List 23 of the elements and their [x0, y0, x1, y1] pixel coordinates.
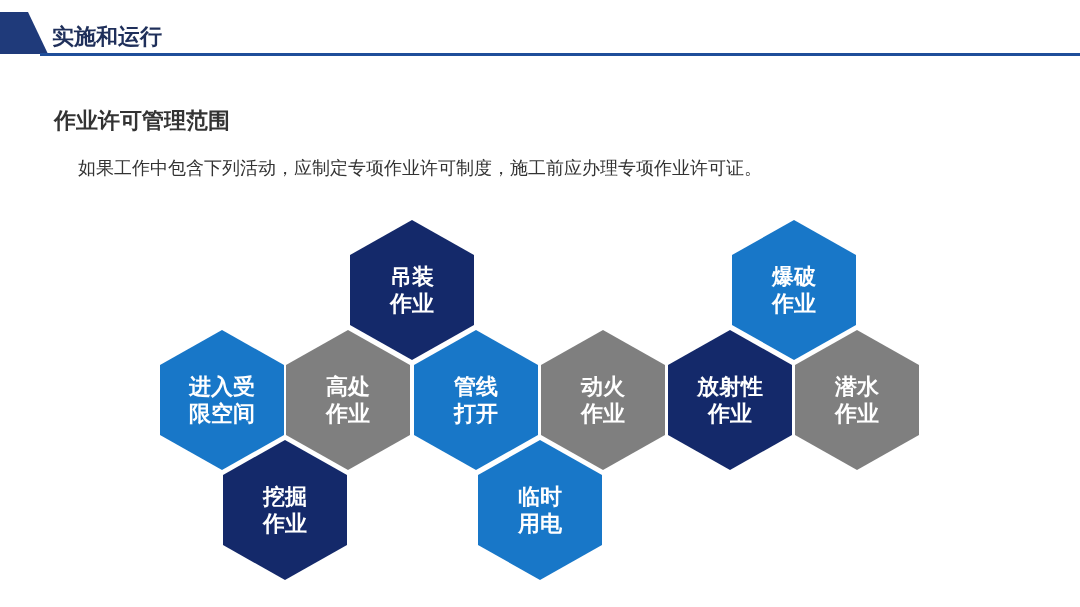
activity-label: 管线打开: [453, 373, 499, 427]
hexagon-tile: [160, 330, 284, 470]
activity-label: 放射性作业: [696, 373, 764, 427]
hexagon-tile: [732, 220, 856, 360]
hexagon-tile: [414, 330, 538, 470]
hexagon-tile: [478, 440, 602, 580]
hexagon-tile: [795, 330, 919, 470]
activity-label: 进入受限空间: [188, 373, 256, 427]
hexagon-tile: [668, 330, 792, 470]
page-title: 实施和运行: [52, 23, 162, 51]
intro-sentence: 如果工作中包含下列活动，应制定专项作业许可制度，施工前应办理专项作业许可证。: [78, 156, 762, 180]
hexagon-tile: [223, 440, 347, 580]
activity-label: 动火作业: [580, 373, 626, 427]
activity-label: 吊装作业: [389, 263, 435, 317]
activity-label: 潜水作业: [834, 373, 880, 427]
hexagon-tile: [286, 330, 410, 470]
activity-label: 爆破作业: [771, 263, 817, 317]
hexagon-tile: [541, 330, 665, 470]
activity-label: 高处作业: [325, 373, 371, 427]
activity-label: 挖掘作业: [262, 483, 308, 537]
activity-label: 临时用电: [517, 483, 563, 537]
section-heading: 作业许可管理范围: [54, 107, 230, 135]
hexagon-tile: [350, 220, 474, 360]
